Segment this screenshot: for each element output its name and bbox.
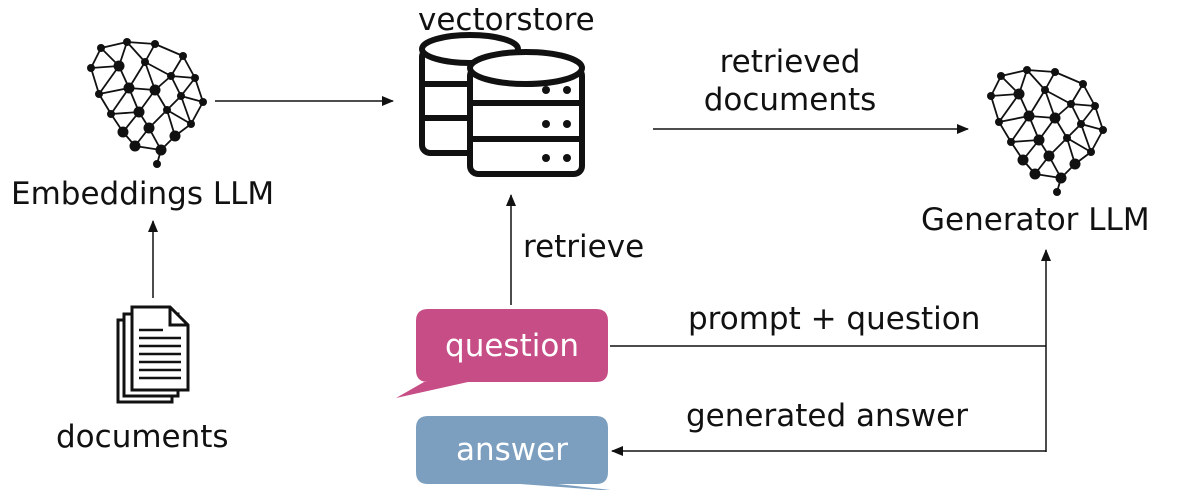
brain-edge [100,41,128,49]
prompt-question-label: prompt + question [688,301,981,337]
brain-edge [990,95,1000,123]
brain-edge [1054,71,1084,85]
brain-edge [194,77,204,103]
brain-node [163,106,171,114]
retrieved-documents-label-line1: retrieved [719,44,861,80]
brain-edge [190,101,204,125]
brain-edge [90,67,100,95]
brain-edge [170,75,196,79]
brain-node [1055,172,1067,184]
brain-node [1041,86,1049,94]
brain-node [987,92,995,100]
brain-node [187,120,195,128]
brain-node [107,110,115,118]
database-stack-icon [419,32,585,177]
brain-node [151,40,159,48]
brain-edge [126,41,156,45]
brain-node [117,126,129,138]
brain-edge [1094,105,1104,131]
brain-node [997,72,1005,80]
brain-node [123,38,131,46]
generator-brain-icon [987,66,1107,196]
retrieved-documents-label-line2: documents [703,82,877,118]
database-front-icon [467,49,585,177]
brain-node [1017,154,1029,166]
brain-node [1091,102,1099,110]
brain-edge [180,95,192,125]
brain-node [179,52,187,60]
brain-node [1023,66,1031,74]
brain-edge [1026,69,1056,73]
brain-node [1067,100,1075,108]
brain-edge [998,93,1020,123]
embeddings-brain-icon [87,38,207,168]
embeddings-llm-label: Embeddings LLM [11,176,275,212]
brain-node [149,84,161,96]
brain-node [97,44,105,52]
answer-bubble [416,416,611,490]
brain-edge [1066,137,1092,153]
brain-edge [166,109,192,125]
brain-edge [98,65,120,95]
brain-node [191,74,199,82]
brain-edge [154,43,184,57]
brain-node [1023,110,1035,122]
brain-node [1007,138,1015,146]
brain-node [1079,80,1087,88]
brain-node [169,130,181,142]
brain-edge [1044,89,1072,105]
brain-edge [1082,83,1096,107]
brain-node [1053,188,1061,196]
brain-edge [1000,69,1028,77]
brain-edge [182,55,196,79]
brain-node [1077,120,1085,128]
brain-node [153,160,161,168]
brain-edge [1070,103,1096,107]
question-bubble [396,309,608,398]
brain-node [87,64,95,72]
retrieve-label: retrieve [523,229,645,265]
vectorstore-label: vectorstore [418,2,595,38]
documents-label: documents [56,419,229,455]
brain-node [123,82,135,94]
brain-node [141,58,149,66]
brain-node [1099,126,1107,134]
brain-edge [1090,129,1104,153]
brain-node [1013,88,1025,100]
brain-node [177,92,185,100]
brain-edge [144,61,172,77]
brain-node [1069,158,1081,170]
brain-node [155,144,167,156]
brain-node [1051,68,1059,76]
brain-node [133,106,145,118]
brain-node [1087,148,1095,156]
brain-node [1043,150,1055,162]
brain-node [1033,134,1045,146]
generator-llm-label: Generator LLM [921,202,1150,238]
brain-node [143,122,155,134]
brain-edge [1080,123,1092,153]
generated-answer-label: generated answer [686,398,968,434]
brain-edge [126,41,146,63]
brain-edge [1026,69,1046,91]
brain-node [95,90,103,98]
brain-node [1029,168,1041,180]
brain-node [199,98,207,106]
answer-bubble-text: answer [456,432,568,468]
brain-node [167,72,175,80]
brain-node [1049,112,1061,124]
documents-stack-icon [116,305,190,404]
brain-node [995,118,1003,126]
brain-node [129,140,141,152]
question-bubble-text: question [445,328,579,364]
brain-node [113,60,125,72]
brain-node [1063,134,1071,142]
